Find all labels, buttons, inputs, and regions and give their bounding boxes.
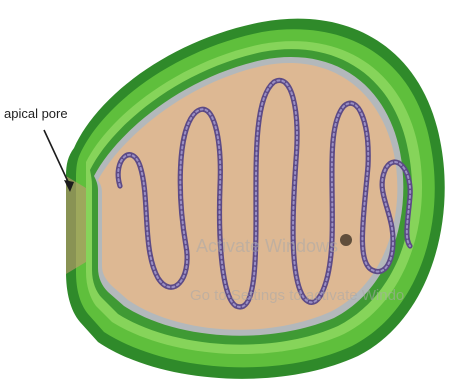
apical-pore [66, 176, 86, 274]
watermark-line-2: Go to Settings to activate Windo [190, 287, 404, 304]
label-arrow-line [44, 130, 70, 186]
watermark-line-1: Activate Windows [196, 236, 338, 256]
dark-inclusion [340, 234, 352, 246]
apical-pore-label: apical pore [4, 106, 68, 121]
